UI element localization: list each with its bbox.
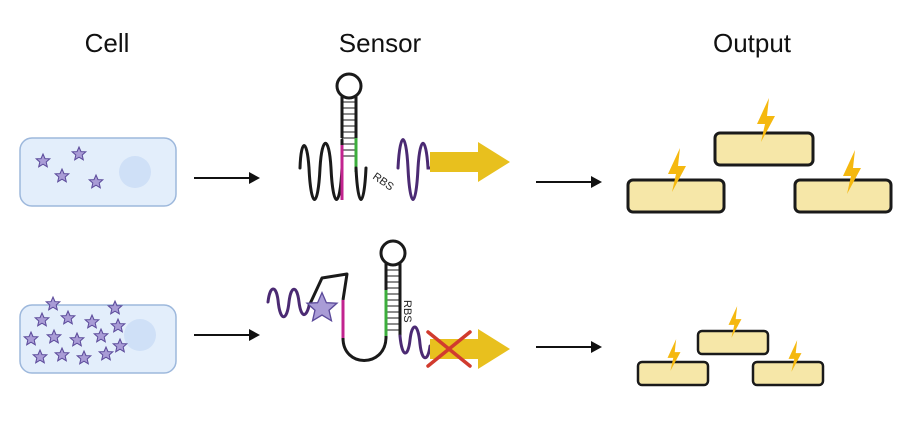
star-icon bbox=[305, 291, 339, 322]
output-cell-box bbox=[626, 178, 726, 214]
output-cell-box bbox=[751, 360, 825, 387]
cell-body bbox=[19, 137, 177, 207]
hairpin-loop bbox=[335, 72, 363, 100]
base-pairs bbox=[342, 101, 356, 157]
cell-high-concentration bbox=[19, 296, 177, 374]
output-low bbox=[636, 306, 825, 387]
column-title-output: Output bbox=[712, 28, 792, 58]
right-arrow-icon bbox=[536, 341, 602, 353]
output-high bbox=[626, 98, 893, 214]
column-title-sensor: Sensor bbox=[338, 28, 422, 58]
sensor-riboswitch-unbound: RBS bbox=[298, 72, 510, 201]
cell-low-concentration bbox=[19, 137, 177, 207]
right-arrow-icon bbox=[194, 172, 260, 184]
base-pairs bbox=[386, 269, 400, 331]
sensor-riboswitch-bound: RBS bbox=[266, 239, 510, 369]
red-x-icon bbox=[426, 330, 472, 368]
cell-nucleus bbox=[119, 156, 151, 188]
column-title-cell: Cell bbox=[84, 28, 130, 58]
rbs-label-top: RBS bbox=[370, 171, 395, 194]
gene-arrow-blocked bbox=[430, 329, 510, 369]
hairpin-loop bbox=[379, 239, 407, 267]
output-cell-box bbox=[713, 131, 815, 167]
output-cell-box bbox=[793, 178, 893, 214]
right-arrow-icon bbox=[536, 176, 602, 188]
rbs-label-bottom: RBS bbox=[401, 300, 413, 323]
gene-arrow-expressed bbox=[430, 142, 510, 182]
cell-nucleus bbox=[124, 319, 156, 351]
right-arrow-icon bbox=[194, 329, 260, 341]
